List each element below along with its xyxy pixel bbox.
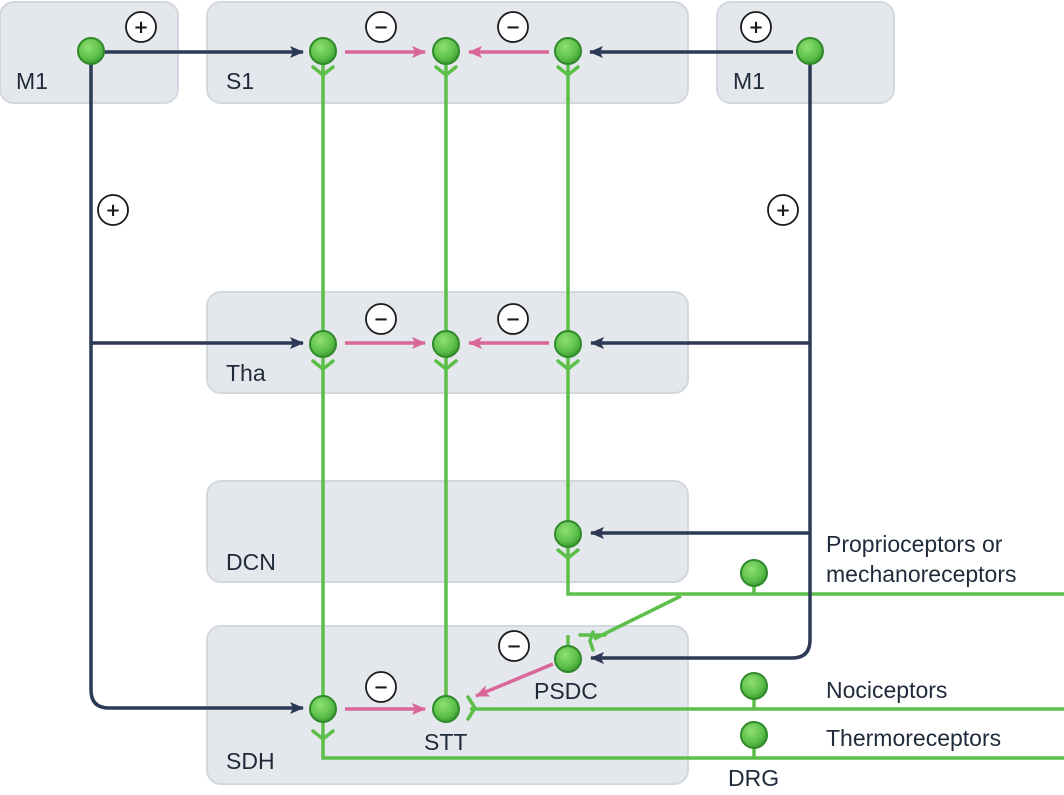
region-label-m1-right: M1	[733, 68, 765, 94]
neurons	[77, 37, 824, 749]
minus-sign-text: −	[373, 677, 388, 698]
neuron-dcn	[554, 520, 582, 548]
minus-sign-tha-left: −	[365, 303, 397, 335]
plus-sign-text: +	[748, 17, 763, 38]
input-label-mechanoreceptors: mechanoreceptors	[826, 561, 1017, 587]
minus-sign-text: −	[505, 309, 520, 330]
synaptic-terminals	[311, 65, 607, 742]
region-label-s1: S1	[226, 68, 254, 94]
terminal-s1-middle	[434, 65, 458, 78]
neuron-m1-right	[796, 37, 824, 65]
plus-sign-text: +	[775, 200, 790, 221]
minus-sign-sdh: −	[365, 671, 397, 703]
inhibitory-path-psdc-to-stt	[475, 662, 554, 698]
minus-sign-text: −	[506, 636, 521, 657]
region-label-dcn: DCN	[226, 549, 276, 575]
plus-sign-m1-right: +	[740, 11, 772, 43]
motor-path-left-descending	[89, 64, 304, 714]
neuron-tha-middle	[432, 330, 460, 358]
neuron-sdh-left	[309, 695, 337, 723]
minus-sign-s1-left: −	[365, 11, 397, 43]
sensory-path-dcn-to-input	[566, 548, 1064, 596]
plus-sign-text: +	[133, 17, 148, 38]
input-label-drg: DRG	[728, 765, 779, 791]
minus-sign-s1-right: −	[497, 11, 529, 43]
sensory-path-sdh-bottom	[321, 716, 1064, 760]
neuron-stt	[432, 695, 460, 723]
plus-sign-left-descending: +	[97, 194, 129, 226]
neuron-label-psdc: PSDC	[534, 678, 598, 704]
neuron-s1-middle	[432, 37, 460, 65]
neuron-s1-left	[309, 37, 337, 65]
neuron-m1-left	[77, 37, 105, 65]
region-label-tha: Tha	[226, 360, 266, 386]
neuron-s1-right	[554, 37, 582, 65]
plus-sign-right-descending: +	[767, 194, 799, 226]
sensory-path-collateral-psdc	[593, 594, 682, 641]
minus-sign-text: −	[373, 17, 388, 38]
terminal-s1-right	[556, 65, 580, 78]
region-label-sdh: SDH	[226, 748, 275, 774]
input-label-nociceptors: Nociceptors	[826, 677, 947, 703]
input-label-thermoreceptors: Thermoreceptors	[826, 725, 1001, 751]
minus-sign-text: −	[373, 309, 388, 330]
region-label-m1-left: M1	[16, 68, 48, 94]
sign-badges: + − − + + + − −	[97, 11, 799, 703]
neuron-tha-left	[309, 330, 337, 358]
minus-sign-text: −	[505, 17, 520, 38]
minus-sign-psdc: −	[498, 630, 530, 662]
input-label-proprioceptors: Proprioceptors or	[826, 531, 1003, 557]
plus-sign-text: +	[105, 200, 120, 221]
terminal-tha-right	[556, 359, 580, 372]
terminal-tha-left	[311, 359, 335, 372]
neuron-psdc	[554, 645, 582, 673]
plus-sign-m1-left: +	[125, 11, 157, 43]
motor-pathways	[89, 46, 812, 714]
neuron-drg-thermo	[740, 721, 768, 749]
terminal-s1-left	[311, 65, 335, 78]
inhibitory-pathways	[345, 46, 554, 715]
terminal-tha-middle	[434, 359, 458, 372]
terminal-stt	[466, 695, 478, 721]
neuron-drg-noci	[740, 672, 768, 700]
sensory-pathways	[321, 62, 1064, 760]
motor-path-right-descending	[590, 64, 812, 664]
terminal-dcn	[556, 548, 580, 561]
neuron-label-stt: STT	[424, 729, 467, 755]
terminal-sdh-left	[311, 729, 335, 742]
neuron-tha-right	[554, 330, 582, 358]
neuron-drg-mechano	[740, 559, 768, 587]
minus-sign-tha-right: −	[497, 303, 529, 335]
